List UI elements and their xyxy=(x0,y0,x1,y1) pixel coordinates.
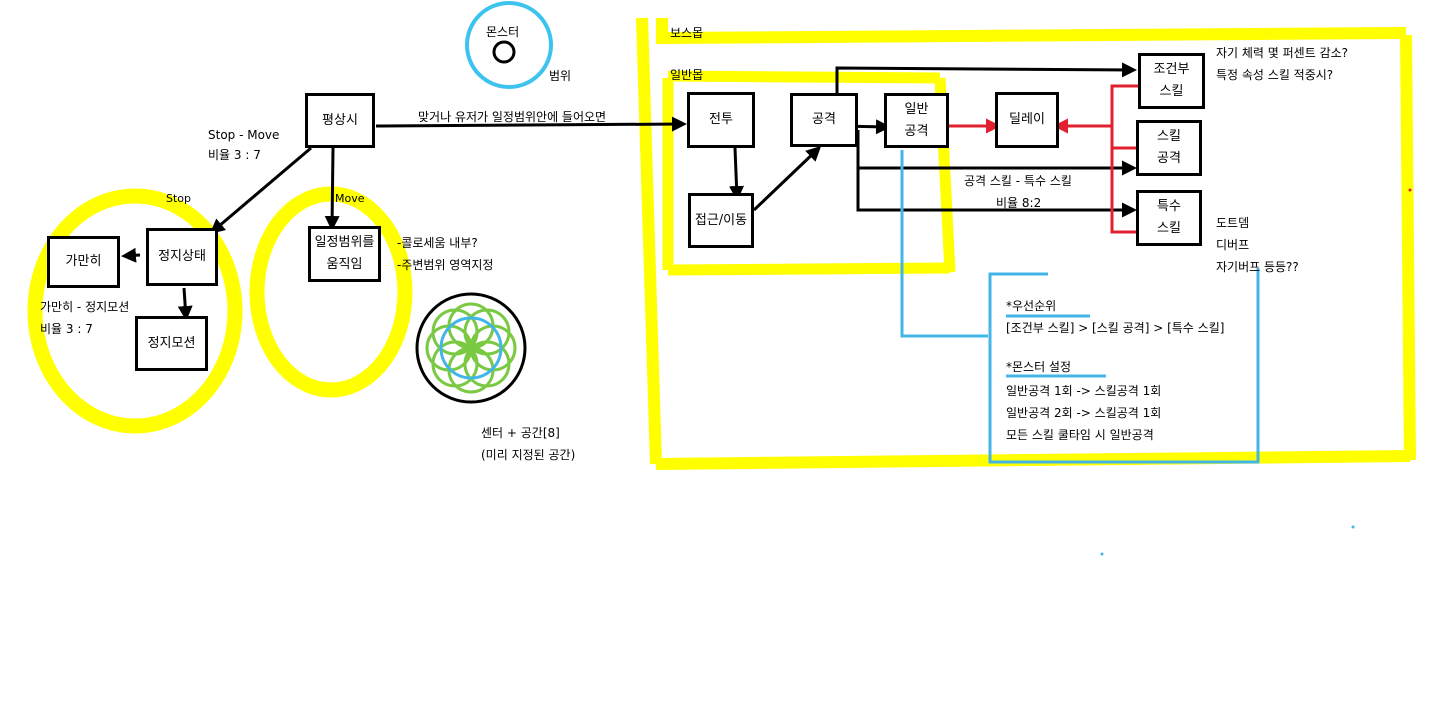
conditional-skill-label-1: 조건부 xyxy=(1153,62,1190,77)
note-bracket-lines xyxy=(900,150,1260,464)
idle-node: 평상시 xyxy=(305,93,375,148)
delay-node: 딜레이 xyxy=(995,92,1059,148)
skill-attack-label-2: 공격 xyxy=(1157,151,1181,166)
stop-motion-node: 정지모션 xyxy=(135,316,208,371)
move-group-title: Move xyxy=(335,192,365,205)
special-skill-label-2: 스킬 xyxy=(1157,221,1181,236)
special-note-3: 자기버프 등등?? xyxy=(1216,260,1299,274)
stray-dot xyxy=(1351,525,1355,529)
range-label: 범위 xyxy=(549,69,572,83)
stop-group-title: Stop xyxy=(166,192,192,205)
spawn-label-1: 센터 + 공간[8] xyxy=(481,426,560,440)
connector-arrows xyxy=(121,62,1137,321)
stray-dot xyxy=(1100,552,1104,556)
move-node-label-2: 움직임 xyxy=(326,257,363,272)
monster-dot-icon xyxy=(492,40,516,64)
still-ratio-label: 가만히 - 정지모션 xyxy=(40,300,130,314)
spawn-label-2: (미리 지정된 공간) xyxy=(481,448,576,462)
skill-attack-node: 스킬 공격 xyxy=(1136,120,1202,176)
still-node: 가만히 xyxy=(47,236,120,288)
stop-state-label: 정지상태 xyxy=(158,249,206,264)
special-skill-label-1: 특수 xyxy=(1157,199,1181,214)
boss-mob-title: 보스몹 xyxy=(670,26,704,40)
stop-state-node: 정지상태 xyxy=(146,228,218,286)
still-ratio: 비율 3 : 7 xyxy=(40,322,93,336)
move-note-2: -주변범위 영역지정 xyxy=(397,258,494,272)
skill-attack-label-1: 스킬 xyxy=(1157,129,1181,144)
battle-node: 전투 xyxy=(687,92,755,148)
setting-1: 일반공격 1회 -> 스킬공격 1회 xyxy=(1006,384,1162,398)
special-note-2: 디버프 xyxy=(1216,238,1250,252)
stop-move-label: Stop - Move xyxy=(208,128,280,142)
normal-attack-node: 일반 공격 xyxy=(884,93,949,148)
setting-2: 일반공격 2회 -> 스킬공격 1회 xyxy=(1006,406,1162,420)
trigger-label: 맞거나 유저가 일정범위안에 들어오면 xyxy=(418,110,607,124)
skill-ratio-label: 공격 스킬 - 특수 스킬 xyxy=(964,174,1072,188)
delay-arrows xyxy=(946,84,1138,234)
monster-label: 몬스터 xyxy=(486,25,520,39)
idle-node-label: 평상시 xyxy=(322,112,358,128)
spawn-flower-icon xyxy=(415,292,527,404)
normal-attack-label-2: 공격 xyxy=(904,123,929,139)
priority-text: [조건부 스킬] > [스킬 공격] > [특수 스킬] xyxy=(1006,321,1225,335)
normal-attack-label-1: 일반 xyxy=(904,101,929,117)
stop-move-ratio: 비율 3 : 7 xyxy=(208,148,261,162)
boss-mob-highlight xyxy=(636,17,1416,470)
move-node: 일정범위를 움직임 xyxy=(308,226,381,282)
conditional-note-1: 자기 체력 몇 퍼센트 감소? xyxy=(1216,46,1349,60)
stop-group-highlight xyxy=(27,188,243,434)
monster-range-circle xyxy=(465,1,553,89)
attack-node: 공격 xyxy=(790,93,858,147)
conditional-skill-label-2: 스킬 xyxy=(1159,84,1184,99)
normal-mob-title: 일반몹 xyxy=(670,68,704,82)
settings-title: *몬스터 설정 xyxy=(1006,360,1072,374)
special-note-1: 도트뎀 xyxy=(1216,216,1250,230)
conditional-skill-node: 조건부 스킬 xyxy=(1138,53,1205,109)
special-skill-node: 특수 스킬 xyxy=(1136,190,1202,246)
conditional-note-2: 특정 속성 스킬 적중시? xyxy=(1216,68,1334,82)
move-node-label-1: 일정범위를 xyxy=(314,235,375,250)
skill-ratio: 비율 8:2 xyxy=(996,196,1042,210)
setting-3: 모든 스킬 쿨타임 시 일반공격 xyxy=(1006,428,1154,442)
stray-dot xyxy=(1408,188,1412,192)
battle-node-label: 전투 xyxy=(709,112,733,127)
approach-node-label: 접근/이동 xyxy=(694,212,748,228)
still-node-label: 가만히 xyxy=(65,254,102,269)
delay-node-label: 딜레이 xyxy=(1009,112,1045,127)
stop-motion-label: 정지모션 xyxy=(147,335,196,351)
attack-node-label: 공격 xyxy=(812,112,836,127)
move-note-1: -콜로세움 내부? xyxy=(397,236,478,250)
priority-title: *우선순위 xyxy=(1006,299,1057,313)
approach-node: 접근/이동 xyxy=(688,193,754,248)
